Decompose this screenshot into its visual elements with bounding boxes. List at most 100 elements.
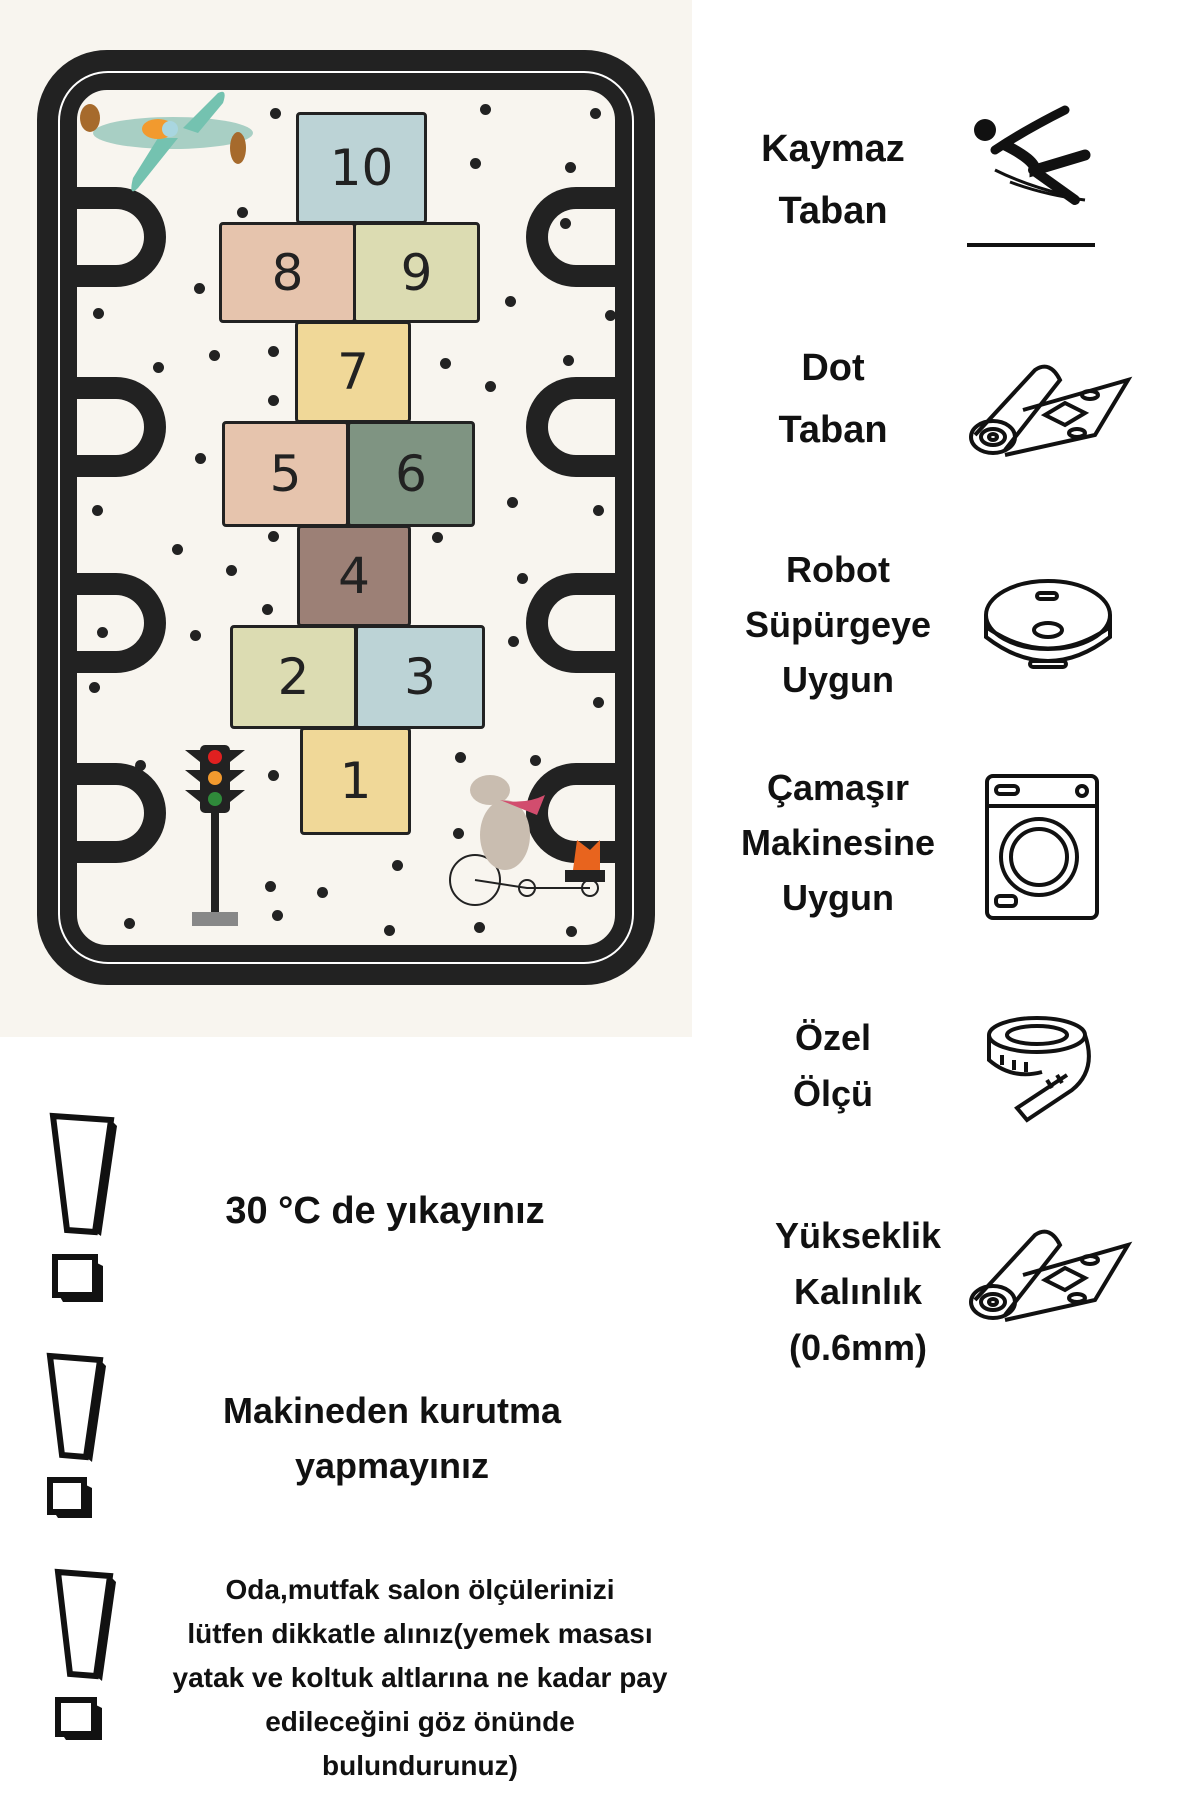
decorative-dot bbox=[268, 346, 279, 357]
road-loop bbox=[526, 377, 622, 477]
decorative-dot bbox=[392, 860, 403, 871]
road-loop bbox=[526, 573, 622, 673]
decorative-dot bbox=[485, 381, 496, 392]
feature-label-non-slip: Kaymaz Taban bbox=[713, 118, 953, 242]
decorative-dot bbox=[135, 760, 146, 771]
decorative-dot bbox=[265, 881, 276, 892]
hopscotch-square: 9 bbox=[353, 222, 480, 323]
feature-line: Kalınlık bbox=[793, 1271, 923, 1312]
decorative-dot bbox=[97, 627, 108, 638]
feature-line: Uygun bbox=[782, 659, 894, 700]
decorative-dot bbox=[153, 362, 164, 373]
feature-line: Uygun bbox=[782, 877, 894, 918]
square-number: 4 bbox=[338, 547, 370, 605]
feature-line: Süpürgeye bbox=[744, 604, 932, 645]
decorative-dot bbox=[195, 453, 206, 464]
exclamation-icon bbox=[54, 1568, 116, 1740]
square-number: 1 bbox=[339, 752, 372, 810]
feature-label-custom-size: Özel Ölçü bbox=[713, 1010, 953, 1122]
feature-line: Robot bbox=[786, 549, 890, 590]
decorative-dot bbox=[268, 531, 279, 542]
feature-label-dot-base: Dot Taban bbox=[713, 337, 953, 461]
traffic-light-icon bbox=[185, 745, 245, 926]
warning-line: yatak ve koltuk altlarına ne kadar pay bbox=[172, 1662, 668, 1693]
airplane-icon bbox=[80, 91, 253, 192]
exclamation-icon bbox=[49, 1112, 117, 1302]
feature-line: Yükseklik bbox=[774, 1215, 942, 1256]
hopscotch-square: 8 bbox=[219, 222, 356, 323]
rolled-rug-icon bbox=[969, 364, 1133, 457]
road-loop bbox=[70, 763, 166, 863]
warning-line: bulundurunuz) bbox=[322, 1750, 518, 1781]
rolled-rug-icon bbox=[969, 1229, 1133, 1322]
feature-line: Dot bbox=[801, 347, 865, 389]
hopscotch-square: 7 bbox=[295, 321, 411, 423]
decorative-dot bbox=[590, 108, 601, 119]
wash-temperature-note: 30 °C de yıkayınız bbox=[165, 1184, 605, 1239]
feature-line: Taban bbox=[778, 190, 888, 232]
washing-machine-icon bbox=[985, 774, 1099, 920]
decorative-dot bbox=[517, 573, 528, 584]
decorative-dot bbox=[93, 308, 104, 319]
warning-line: yapmayınız bbox=[294, 1445, 490, 1486]
decorative-dot bbox=[226, 565, 237, 576]
decorative-dot bbox=[560, 218, 571, 229]
decorative-dot bbox=[209, 350, 220, 361]
feature-line: Kaymaz bbox=[761, 128, 905, 170]
decorative-dot bbox=[268, 770, 279, 781]
no-tumble-dry-note: Makineden kurutma yapmayınız bbox=[172, 1383, 612, 1493]
decorative-dot bbox=[508, 636, 519, 647]
hopscotch-square: 2 bbox=[230, 625, 357, 729]
warning-line: Oda,mutfak salon ölçülerinizi bbox=[225, 1574, 615, 1605]
road-loop bbox=[70, 377, 166, 477]
warning-line: edileceğini göz önünde bbox=[265, 1706, 575, 1737]
feature-line: Taban bbox=[778, 409, 888, 451]
warning-line: 30 °C de yıkayınız bbox=[225, 1190, 545, 1232]
square-number: 9 bbox=[400, 243, 433, 302]
decorative-dot bbox=[272, 910, 283, 921]
feature-label-robot-vacuum: Robot Süpürgeye Uygun bbox=[703, 542, 973, 707]
decorative-dot bbox=[268, 395, 279, 406]
measurement-advice-note: Oda,mutfak salon ölçülerinizi lütfen dik… bbox=[125, 1568, 715, 1788]
square-number: 7 bbox=[337, 343, 369, 401]
hopscotch-square: 3 bbox=[355, 625, 485, 729]
decorative-dot bbox=[593, 505, 604, 516]
feature-line: Çamaşır bbox=[766, 767, 910, 808]
hopscotch-square: 6 bbox=[347, 421, 475, 527]
square-number: 2 bbox=[277, 648, 310, 706]
decorative-dot bbox=[92, 505, 103, 516]
decorative-dot bbox=[89, 682, 100, 693]
decorative-dot bbox=[605, 310, 616, 321]
decorative-dot bbox=[566, 926, 577, 937]
decorative-dot bbox=[455, 752, 466, 763]
square-number: 6 bbox=[395, 445, 427, 503]
decorative-dot bbox=[480, 104, 491, 115]
dog-on-bicycle-icon bbox=[449, 775, 605, 906]
feature-label-thickness: Yükseklik Kalınlık (0.6mm) bbox=[728, 1208, 988, 1376]
measuring-tape-icon bbox=[987, 1016, 1091, 1123]
decorative-dot bbox=[317, 887, 328, 898]
hopscotch-square: 10 bbox=[296, 112, 427, 224]
decorative-dot bbox=[172, 544, 183, 555]
decorative-dot bbox=[194, 283, 205, 294]
hopscotch-square: 4 bbox=[297, 525, 411, 627]
slip-warning-icon bbox=[967, 105, 1095, 247]
decorative-dot bbox=[453, 828, 464, 839]
decorative-dot bbox=[565, 162, 576, 173]
decorative-dot bbox=[262, 604, 273, 615]
decorative-dot bbox=[432, 532, 443, 543]
decorative-dot bbox=[563, 355, 574, 366]
decorative-dot bbox=[270, 108, 281, 119]
square-number: 5 bbox=[269, 445, 302, 503]
square-number: 3 bbox=[404, 648, 436, 706]
square-number: 10 bbox=[329, 139, 394, 197]
robot-vacuum-icon bbox=[984, 579, 1112, 669]
feature-line: (0.6mm) bbox=[788, 1327, 928, 1368]
decorative-dot bbox=[474, 922, 485, 933]
road-lane-line bbox=[58, 71, 634, 964]
hopscotch-square: 1 bbox=[300, 727, 411, 835]
feature-line: Özel bbox=[794, 1017, 872, 1058]
feature-line: Makinesine bbox=[740, 822, 936, 863]
decorative-dot bbox=[593, 697, 604, 708]
decorative-dot bbox=[505, 296, 516, 307]
